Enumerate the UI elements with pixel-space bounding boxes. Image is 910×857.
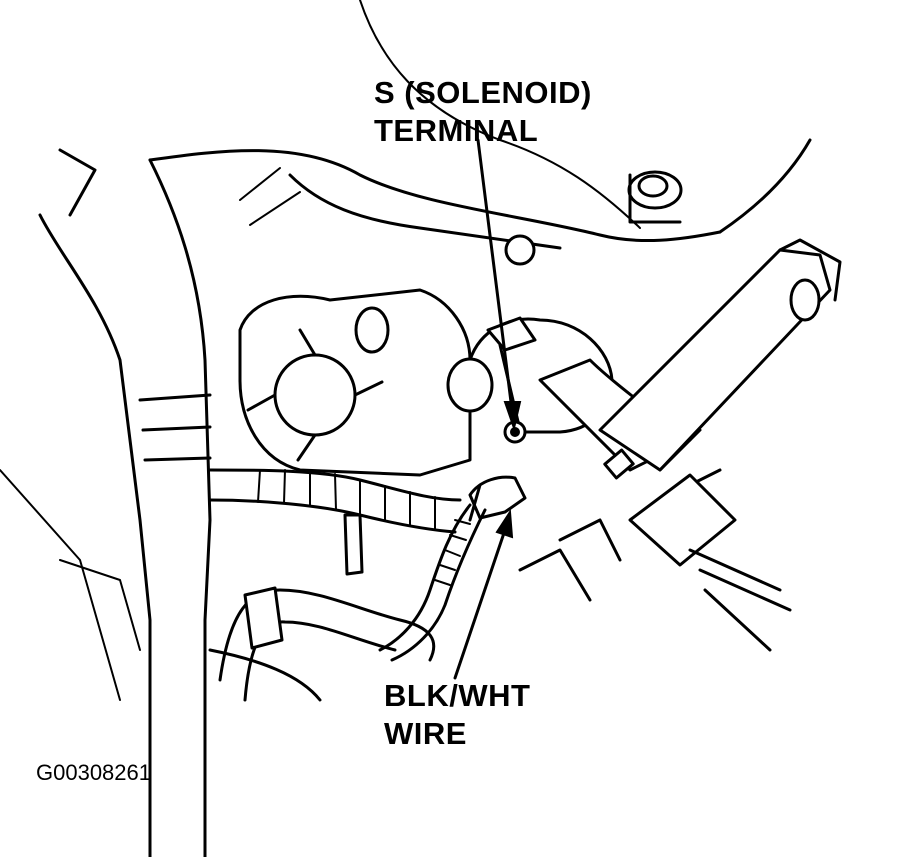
lower-hose [59, 559, 436, 702]
engine-casting [148, 0, 812, 250]
solenoid-callout-line-1: S (SOLENOID) [374, 75, 592, 110]
wire-leader-arrow [453, 508, 514, 680]
starter-body [238, 288, 614, 477]
wire-callout-line-2: WIRE [384, 716, 467, 751]
wire-callout-line-1: BLK/WHT [384, 678, 531, 713]
blk-wht-wire-callout: BLK/WHT WIRE [384, 677, 530, 753]
mounting-bolt [504, 170, 683, 266]
blk-wht-wire [378, 475, 527, 662]
battery-cable [518, 238, 842, 652]
wiring-harness [208, 468, 462, 576]
left-pipe [0, 148, 212, 857]
solenoid-callout-line-2: TERMINAL [374, 113, 539, 148]
solenoid-terminal-callout: S (SOLENOID) TERMINAL [374, 74, 592, 150]
solenoid-leader-arrow [476, 138, 522, 432]
figure-id: G00308261 [36, 760, 151, 785]
